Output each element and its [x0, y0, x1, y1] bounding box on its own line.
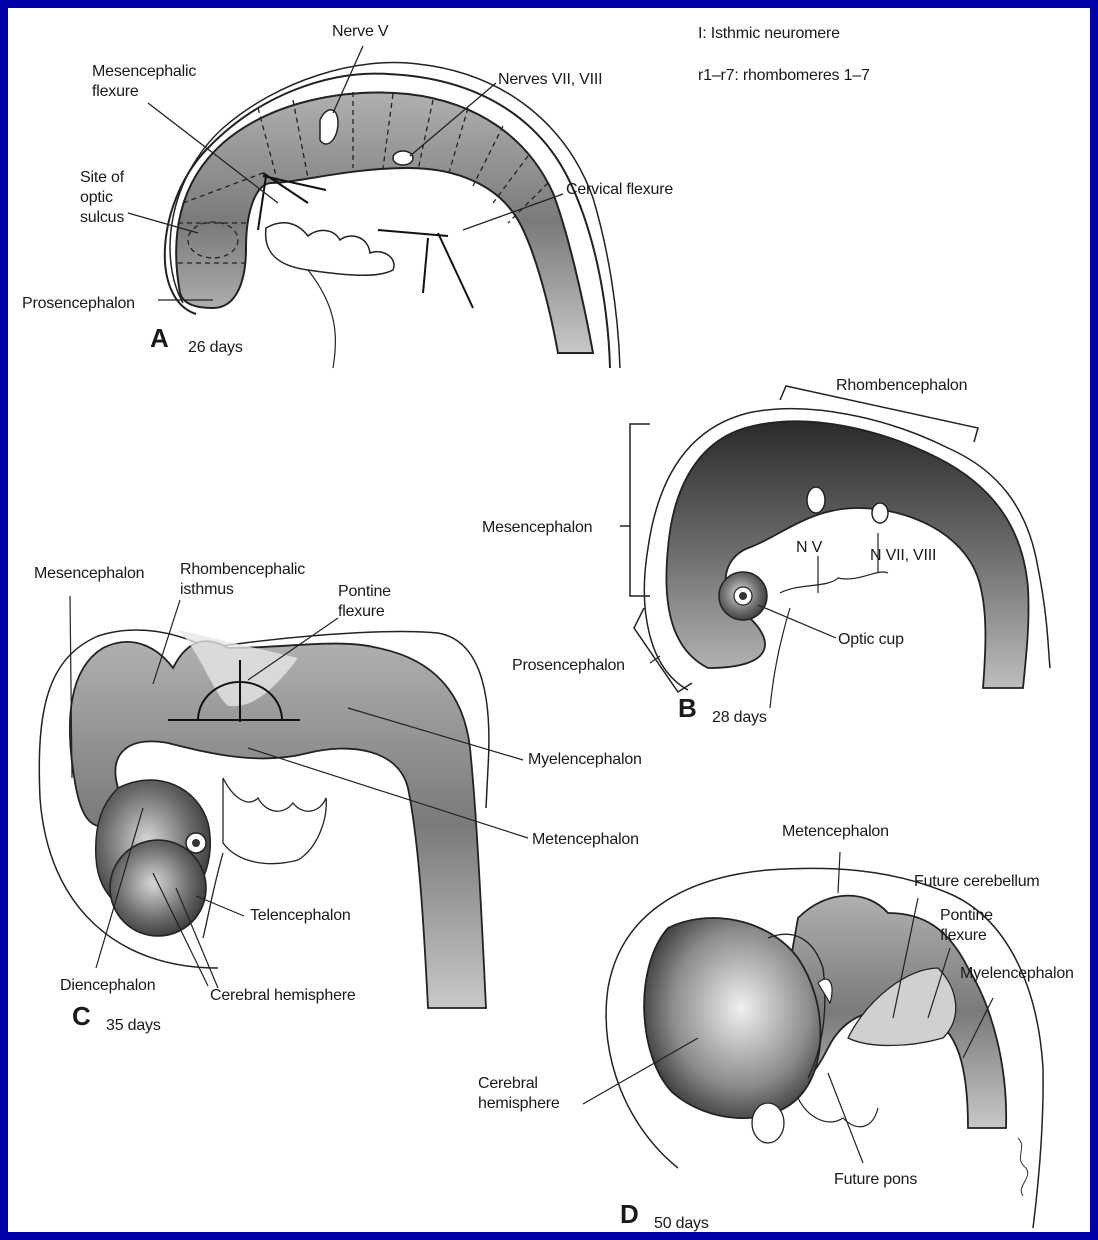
label-c-diencephalon: Diencephalon	[60, 976, 155, 996]
label-d-myelencephalon: Myelencephalon	[960, 964, 1074, 984]
panel-c-letter: C	[72, 1006, 91, 1026]
label-d-future-cerebellum: Future cerebellum	[914, 872, 1040, 892]
label-c-myelencephalon: Myelencephalon	[528, 750, 642, 770]
label-c-telencephalon: Telencephalon	[250, 906, 351, 926]
panel-a-drawing	[128, 46, 620, 368]
label-b-mesencephalon: Mesencephalon	[482, 518, 592, 538]
label-b-rhombencephalon: Rhombencephalon	[836, 376, 967, 396]
panel-b-letter: B	[678, 698, 697, 718]
panel-d-letter: D	[620, 1204, 639, 1224]
figure-panel: I: Isthmic neuromere r1–r7: rhombomeres …	[8, 8, 1090, 1232]
panel-b-drawing	[620, 386, 1050, 708]
label-d-future-pons: Future pons	[834, 1170, 917, 1190]
label-a-nerve-v: Nerve V	[332, 22, 388, 42]
panel-c-age: 35 days	[106, 1016, 161, 1036]
label-a-optic-sulcus: Site of optic sulcus	[80, 168, 124, 228]
label-c-mesencephalon: Mesencephalon	[34, 564, 144, 584]
label-c-metencephalon: Metencephalon	[532, 830, 639, 850]
legend-rhombomeres: r1–r7: rhombomeres 1–7	[698, 66, 870, 86]
label-d-cerebral-hemisphere: Cerebral hemisphere	[478, 1074, 560, 1114]
label-a-mesencephalic-flexure: Mesencephalic flexure	[92, 62, 196, 102]
label-b-n-vii-viii: N VII, VIII	[870, 546, 936, 566]
panel-b-age: 28 days	[712, 708, 767, 728]
panel-a-letter: A	[150, 328, 169, 348]
legend-isthmic: I: Isthmic neuromere	[698, 24, 840, 44]
panel-d-age: 50 days	[654, 1214, 709, 1232]
panel-c-drawing	[39, 596, 528, 1008]
label-a-prosencephalon: Prosencephalon	[22, 294, 135, 314]
label-d-pontine-flexure: Pontine flexure	[940, 906, 993, 946]
label-d-metencephalon: Metencephalon	[782, 822, 889, 842]
label-b-optic-cup: Optic cup	[838, 630, 904, 650]
label-b-prosencephalon: Prosencephalon	[512, 656, 625, 676]
label-a-nerves-vii-viii: Nerves VII, VIII	[498, 70, 602, 90]
label-c-pontine-flexure: Pontine flexure	[338, 582, 391, 622]
label-b-n-v: N V	[796, 538, 822, 558]
label-c-cerebral-hemisphere: Cerebral hemisphere	[210, 986, 356, 1006]
brain-development-illustration	[8, 8, 1090, 1232]
panel-a-age: 26 days	[188, 338, 243, 358]
label-a-cervical-flexure: Cervical flexure	[566, 180, 673, 200]
label-c-isthmus: Rhombencephalic isthmus	[180, 560, 305, 600]
